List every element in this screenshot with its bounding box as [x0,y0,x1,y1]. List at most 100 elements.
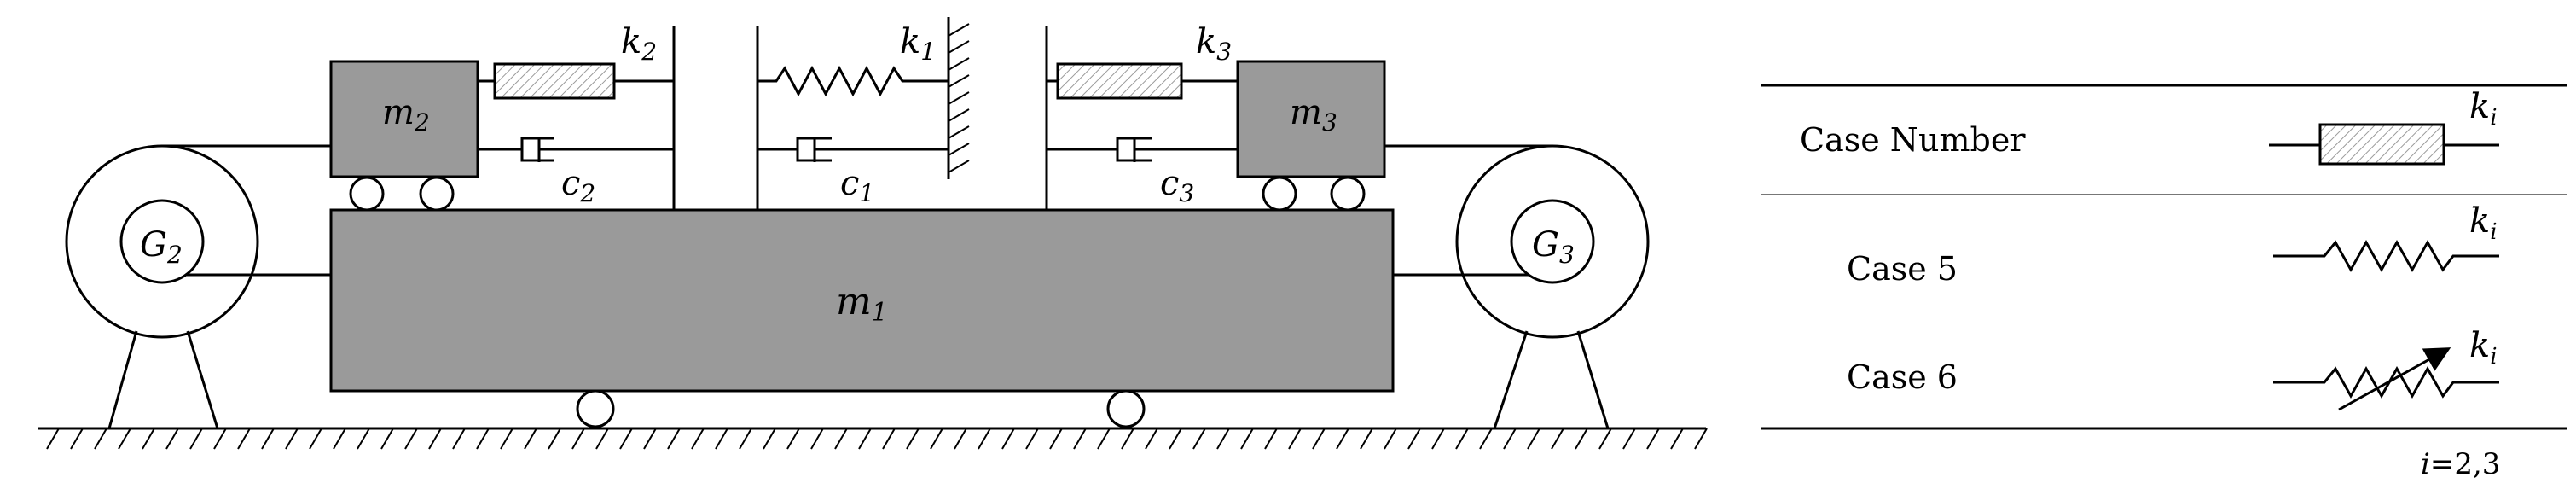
ground-hatch-line [500,428,513,450]
ground-hatch-line [571,428,585,450]
ground-hatch-line [380,428,394,450]
label-k2: k2 [621,22,657,66]
ground-hatch-line [1360,428,1373,450]
ground-hatch-line [858,428,872,450]
ground-hatch-line [1694,428,1708,450]
ground-hatch-line [954,428,967,450]
ground-hatch-line [930,428,943,450]
wheel-m1-left [576,389,615,428]
ground-hatch-line [691,428,705,450]
wall-hatch-line [948,143,970,156]
label-m1: m1 [836,280,888,328]
label-c1: c1 [840,164,874,207]
ground-hatch-line [715,428,728,450]
ground-hatch-line [978,428,991,450]
ground-hatch-line [237,428,251,450]
wall-hatch-line [948,23,970,37]
ground-hatch-line [70,428,84,450]
ground-hatch-line [739,428,752,450]
wheel-m1-right [1106,389,1146,428]
table-footnote: i=2,3 [2421,447,2500,481]
ground-hatch-line [1455,428,1469,450]
ground-hatch-line [643,428,657,450]
ground-hatch-line [404,428,418,450]
ground-hatch-line [1049,428,1063,450]
ground-hatch-line [810,428,824,450]
ground-hatch-line [1622,428,1636,450]
row-6-symbol-label: ki [2469,326,2498,370]
ground-hatch-line [476,428,490,450]
label-m3: m3 [1290,93,1337,137]
ground-hatch-line [906,428,920,450]
wall-hatch-line [948,108,970,122]
row-5-symbol-label: ki [2469,201,2498,245]
fixed-wall [947,17,970,179]
label-k1: k1 [900,22,936,66]
label-k3: k3 [1196,22,1232,66]
ground-hatch-line [1001,428,1015,450]
ground-hatch-line [667,428,681,450]
header-symbol-label: ki [2469,87,2498,131]
ground-hatch-line [834,428,848,450]
ground-hatch-line [882,428,896,450]
ground-hatch-line [1503,428,1517,450]
ground-hatch-line [1670,428,1684,450]
wheel-m2-right [419,176,455,212]
generator-g3 [1384,144,1650,429]
ground-hatch-line [1264,428,1278,450]
ground-hatch-line [1145,428,1158,450]
ground-hatch-line [1312,428,1326,450]
ground-hatch-line [428,428,442,450]
wheel-m3-right [1330,176,1366,212]
table-header-case-number: Case Number [1800,121,2026,159]
ground-hatch-line [189,428,203,450]
label-c2: c2 [561,164,595,207]
header-symbol-hatched-element [2269,123,2499,166]
label-m2: m2 [382,93,430,137]
row-case-5: Case 5 [1847,250,1958,288]
label-c3: c3 [1160,164,1194,207]
mass-m2 [329,60,479,178]
ground-hatch-line [1527,428,1540,450]
ground-hatch-line [1431,428,1445,450]
ground [38,427,1708,450]
damper-c1 [757,137,949,162]
ground-hatch-line [1646,428,1660,450]
ground-hatch-line [357,428,370,450]
ground-hatch-line [1169,428,1182,450]
spring-k1 [757,65,949,97]
ground-hatch-line [1336,428,1349,450]
ground-hatch-line [1216,428,1230,450]
wheel-m2-left [349,176,385,212]
wall-hatch-line [948,57,970,71]
ground-hatch-line [1575,428,1588,450]
label-g2: G2 [140,225,183,269]
mass-m1 [329,208,1395,393]
ground-hatch-line [1025,428,1039,450]
ground-hatch-line [786,428,800,450]
row-case-6: Case 6 [1847,358,1958,396]
wall-hatch-line [948,40,970,54]
mass-m3 [1236,60,1386,178]
ground-hatch-line [333,428,346,450]
generator-g2 [65,144,331,429]
case-table: Case Number ki Case 5 ki Case 6 ki i=2,3 [1761,84,2567,481]
row-5-spring-symbol [2273,239,2499,273]
wall-hatch-line [948,91,970,105]
ground-hatch-line [619,428,633,450]
ground-hatch-line [46,428,60,450]
ground-hatch-line [285,428,299,450]
wall-hatch-line [948,160,970,173]
ground-hatch-line [452,428,466,450]
ground-hatch-line [548,428,561,450]
ground-hatch-line [1407,428,1421,450]
ground-hatch-line [309,428,322,450]
ground-hatch-line [1073,428,1087,450]
wall-hatch-line [948,74,970,88]
ground-hatch-line [261,428,275,450]
damper-c2 [478,137,674,162]
ground-hatch-line [1288,428,1302,450]
ground-hatch-line [1598,428,1612,450]
wall-hatch-line [948,125,970,139]
